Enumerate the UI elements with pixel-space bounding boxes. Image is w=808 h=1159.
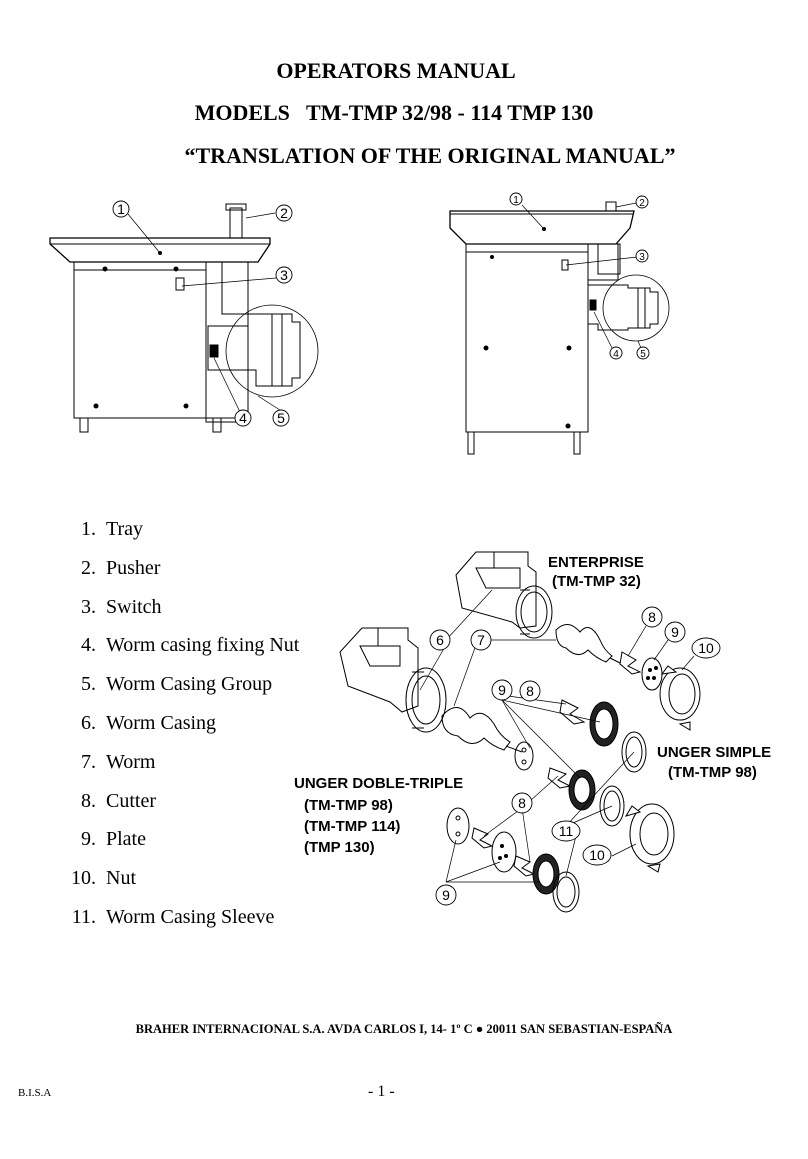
parts-list-number: 2. <box>81 556 96 579</box>
label-unger-doble-m2: (TM-TMP 114) <box>304 818 400 835</box>
parts-list-item: 9. Plate <box>52 828 299 867</box>
parts-list-number: 8. <box>81 789 96 812</box>
parts-list-item: 11. Worm Casing Sleeve <box>52 906 299 945</box>
parts-list-label: Worm Casing <box>106 711 217 734</box>
parts-list-number: 7. <box>81 750 96 773</box>
label-unger-doble-m3: (TMP 130) <box>304 839 375 856</box>
callout-5-front: 5 <box>640 349 646 360</box>
label-unger-doble: UNGER DOBLE-TRIPLE <box>294 775 463 792</box>
callout-10-lower: 10 <box>589 847 605 863</box>
parts-list-item: 4. Worm casing fixing Nut <box>52 634 299 673</box>
callout-numbers: 1 2 3 4 5 1 2 3 4 5 6 7 8 9 10 9 8 8 11 … <box>117 195 714 903</box>
label-unger-simple-model: (TM-TMP 98) <box>668 764 757 781</box>
parts-list-label: Worm Casing Group <box>106 673 273 696</box>
manual-title: OPERATORS MANUAL <box>276 58 516 83</box>
label-enterprise-model: (TM-TMP 32) <box>552 573 641 590</box>
parts-list-number: 3. <box>81 595 96 618</box>
parts-list-label: Switch <box>106 595 162 618</box>
front-view-drawing <box>449 201 670 455</box>
parts-list: 1. Tray 2. Pusher 3. Switch 4. Worm casing fixi… <box>52 518 299 945</box>
parts-list-number: 1. <box>81 518 96 540</box>
parts-list-number: 11. <box>71 905 96 928</box>
callout-2-front: 2 <box>639 198 645 209</box>
parts-list-item: 1. Tray <box>52 518 299 557</box>
footer-code: B.I.S.A <box>18 1087 52 1099</box>
parts-list-label: Pusher <box>106 556 161 579</box>
parts-list-label: Worm Casing Sleeve <box>106 905 275 928</box>
callout-5: 5 <box>277 410 285 426</box>
callout-8-middle: 8 <box>526 683 534 699</box>
label-unger-simple: UNGER SIMPLE <box>657 744 771 761</box>
parts-list-number: 5. <box>81 673 96 696</box>
exploded-parts-drawing <box>339 551 701 913</box>
parts-list-item: 2. Pusher <box>52 557 299 596</box>
parts-list-label: Cutter <box>106 789 156 812</box>
parts-list-number: 10. <box>71 867 96 890</box>
parts-list-label: Worm casing fixing Nut <box>106 634 300 657</box>
callout-8-lower: 8 <box>518 795 526 811</box>
callout-1-front: 1 <box>513 195 519 206</box>
side-view-drawing <box>49 203 319 433</box>
callout-3: 3 <box>280 267 288 283</box>
callout-7: 7 <box>477 632 485 648</box>
parts-list-number: 4. <box>81 634 96 657</box>
translation-subtitle: “TRANSLATION OF THE ORIGINAL MANUAL” <box>184 143 676 168</box>
parts-list-number: 9. <box>81 828 96 851</box>
parts-list-label: Plate <box>106 828 146 851</box>
parts-list-label: Tray <box>106 518 144 540</box>
callout-6: 6 <box>436 632 444 648</box>
callout-9-lower: 9 <box>442 887 450 903</box>
label-unger-doble-m1: (TM-TMP 98) <box>304 797 393 814</box>
parts-list-item: 6. Worm Casing <box>52 712 299 751</box>
label-enterprise: ENTERPRISE <box>548 554 644 571</box>
diagram-labels: ENTERPRISE (TM-TMP 32) UNGER SIMPLE (TM-… <box>294 554 771 856</box>
callout-3-front: 3 <box>639 252 645 263</box>
parts-list-label: Worm <box>106 750 156 773</box>
parts-list-label: Nut <box>106 867 136 890</box>
parts-list-number: 6. <box>81 711 96 734</box>
parts-list-item: 5. Worm Casing Group <box>52 673 299 712</box>
callout-11: 11 <box>559 823 574 839</box>
page-number: - 1 - <box>368 1083 395 1100</box>
callout-circles <box>112 192 721 906</box>
callout-1: 1 <box>117 201 125 217</box>
parts-list-item: 7. Worm <box>52 751 299 790</box>
parts-list-item: 3. Switch <box>52 596 299 635</box>
models-heading: MODELS TM-TMP 32/98 - 114 TMP 130 <box>194 100 594 125</box>
parts-list-item: 10. Nut <box>52 867 299 906</box>
callout-2: 2 <box>280 205 288 221</box>
parts-list-item: 8. Cutter <box>52 790 299 829</box>
footer-address: BRAHER INTERNACIONAL S.A. AVDA CARLOS I,… <box>135 1022 673 1036</box>
callout-8-upper: 8 <box>648 609 656 625</box>
callout-4: 4 <box>239 410 247 426</box>
callout-9-middle: 9 <box>498 682 506 698</box>
callout-4-front: 4 <box>613 349 619 360</box>
callout-9-upper: 9 <box>671 624 679 640</box>
callout-10-upper: 10 <box>698 640 714 656</box>
